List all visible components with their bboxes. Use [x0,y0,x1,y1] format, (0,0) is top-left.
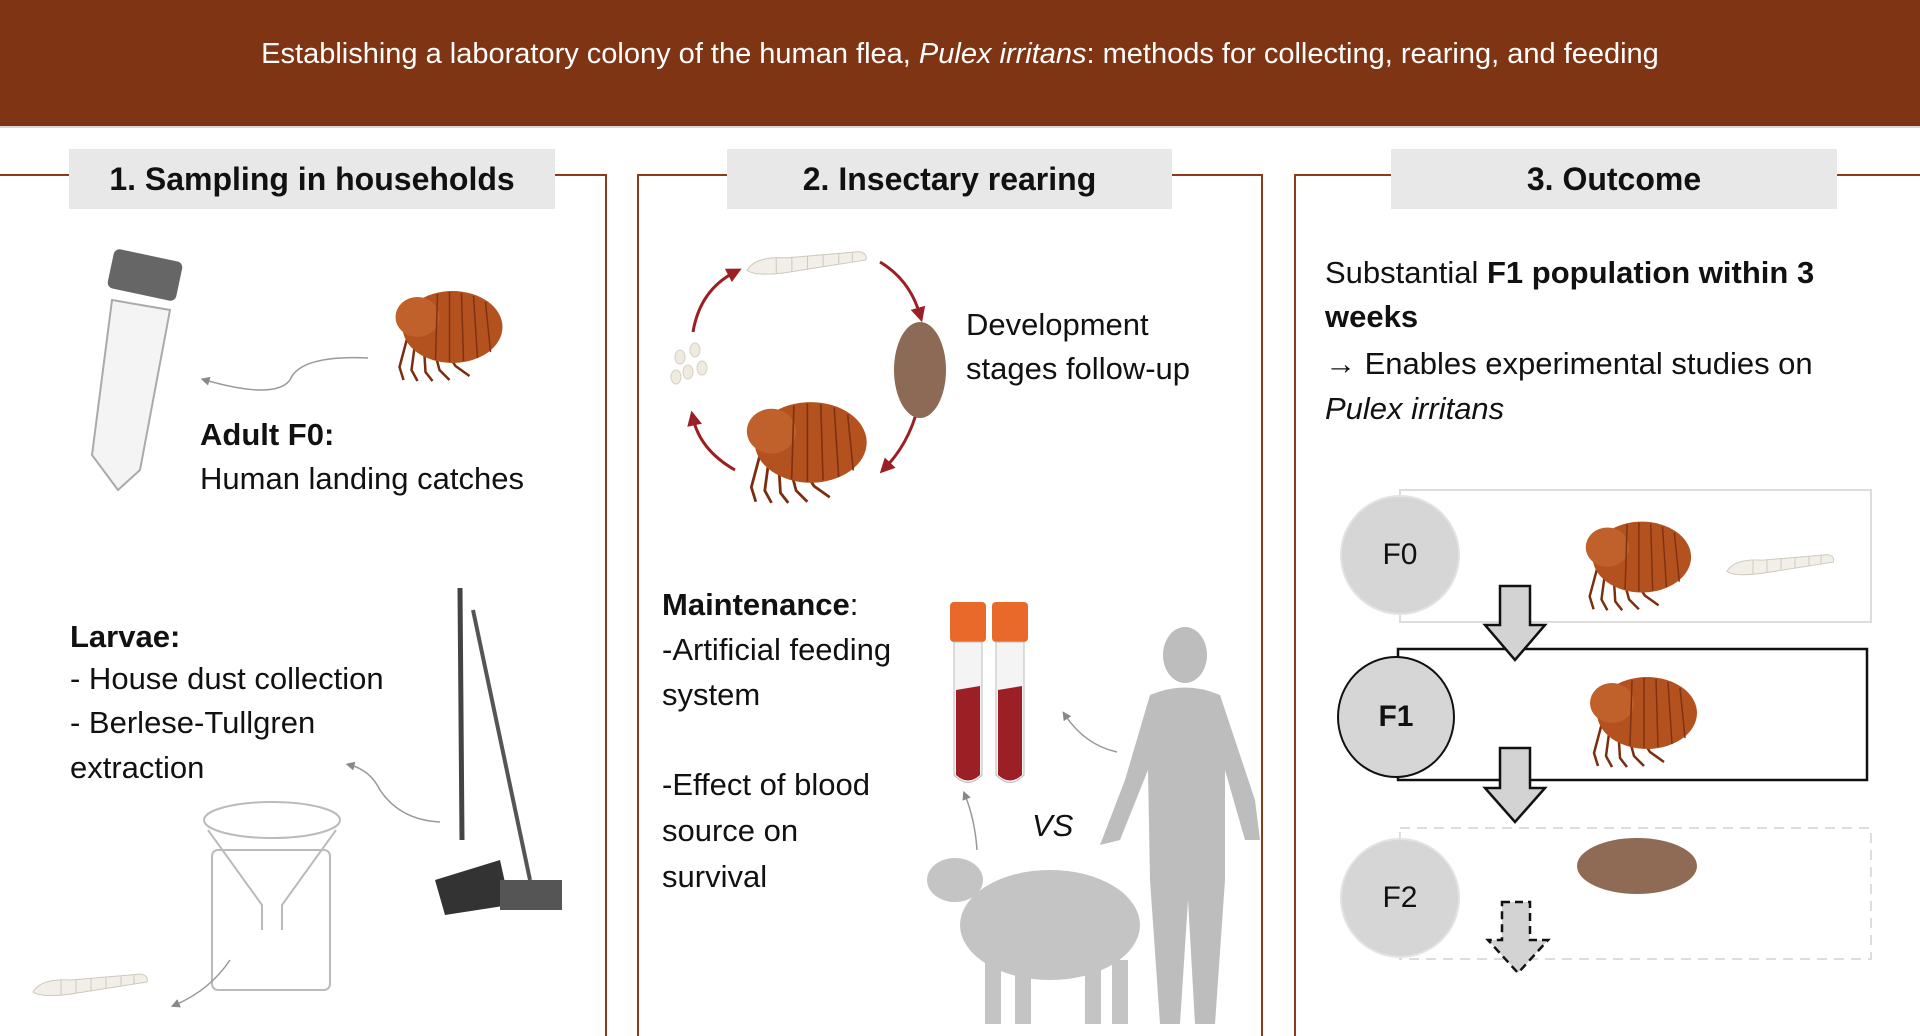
larvae-line: - Berlese-Tullgren [70,705,316,740]
arrow-icon [962,790,978,851]
larva-icon [32,973,148,997]
title-species: Pulex irritans [918,38,1087,70]
down-arrow-icon [1482,584,1548,662]
title-text: Establishing a laboratory colony of the … [261,38,919,70]
enables-text: → Enables experimental studies on [1325,346,1813,381]
larvae-line: extraction [70,750,205,785]
title-text-end: : methods for collecting, rearing, and f… [1086,38,1659,70]
summary-text: Substantial [1325,255,1487,290]
maintenance-line: -Effect of blood [662,767,870,802]
adult-flea-icon [1588,675,1699,768]
adult-text: Human landing catches [200,461,524,496]
adult-flea-icon [745,400,869,504]
maintenance-line: survival [662,859,768,894]
human-silhouette-icon [1100,627,1260,1024]
sample-tube-icon [90,249,183,492]
generation-f2: F2 [1340,838,1460,958]
arrow-icon [1062,711,1118,753]
down-arrow-icon [1482,746,1548,824]
f2-box [1399,827,1872,960]
panel-title-sampling: 1. Sampling in households [69,149,555,209]
arrow-icon [170,959,231,1008]
adult-flea-icon [394,289,504,382]
pupa-icon [1577,838,1697,894]
development-line: stages follow-up [966,351,1191,386]
berlese-funnel-icon [203,801,341,991]
blood-tubes-icon [950,602,1028,783]
species-name: Pulex irritans [1325,391,1505,426]
dashed-down-arrow-icon [1485,900,1551,975]
maintenance-line: source on [662,813,799,848]
maintenance-line: -Artificial feeding [662,632,892,667]
larva-icon [1726,554,1835,576]
pupa-icon [894,322,946,418]
adult-flea-icon [1584,520,1693,612]
arrow-icon [200,356,369,391]
header-banner [0,0,1920,128]
panel-title-outcome: 3. Outcome [1391,149,1837,209]
larva-icon [746,251,867,275]
maintenance-label: Maintenance [662,587,850,622]
dustpan-broom-icon [435,587,562,915]
maintenance-line: system [662,677,761,712]
adult-heading: Adult F0: [200,417,335,452]
page-title: Establishing a laboratory colony of the … [0,38,1920,71]
larvae-line: - House dust collection [70,661,384,696]
vs-label: VS [1032,808,1074,843]
generation-f1: F1 [1337,656,1455,778]
panel-title-rearing: 2. Insectary rearing [727,149,1172,209]
sheep-silhouette-icon [927,858,1140,1024]
larvae-heading: Larvae: [70,619,181,654]
summary-bold: F1 population within 3 [1487,255,1815,290]
eggs-icon [670,342,708,385]
maintenance-colon: : [849,587,859,622]
development-line: Development [966,307,1149,342]
generation-f0: F0 [1340,495,1460,615]
maintenance-heading: Maintenance: [662,582,858,627]
outcome-summary: Substantial F1 population within 3 [1325,250,1814,295]
arrow-icon [345,761,441,823]
summary-weeks: weeks [1325,299,1419,334]
